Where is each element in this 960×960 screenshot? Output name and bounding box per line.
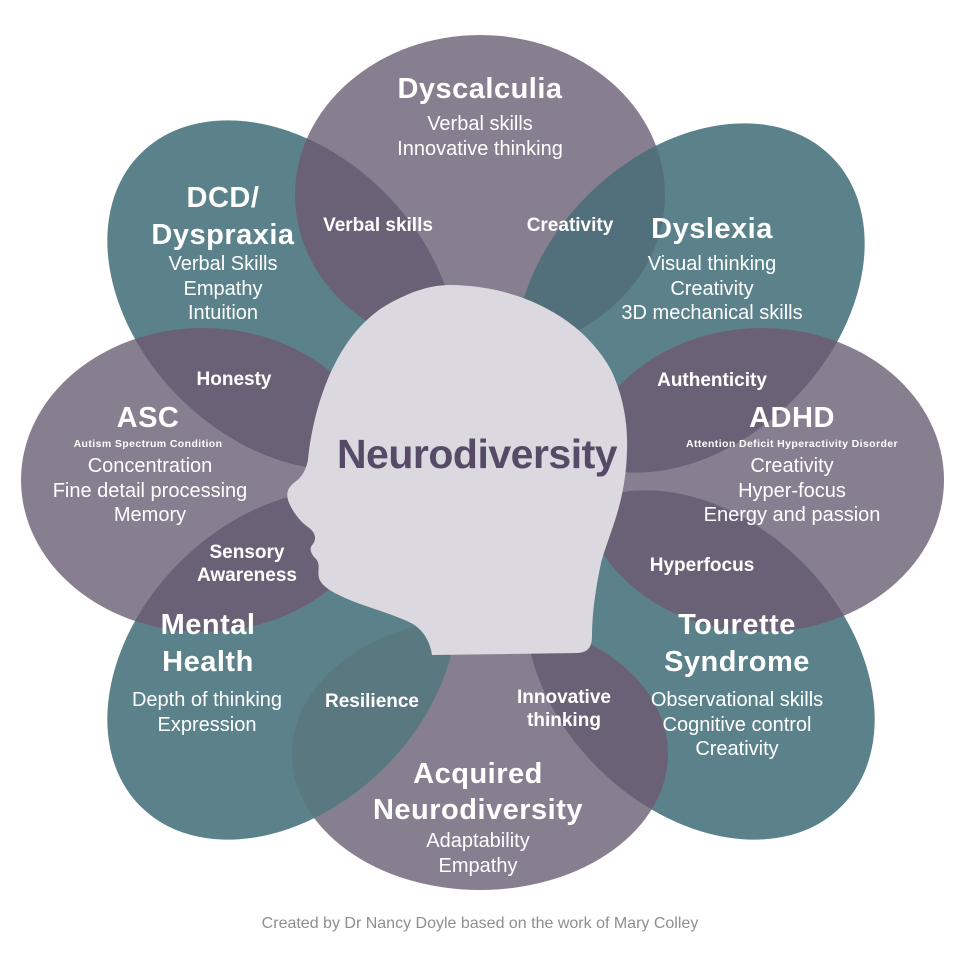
overlap-label-resilience: Resilience <box>325 691 419 712</box>
petal-item: Visual thinking <box>647 253 777 275</box>
petal-dyscalculia-title: Dyscalculia <box>397 73 563 105</box>
petal-item: Concentration <box>87 455 213 477</box>
petal-dyslexia-items: Visual thinking Creativity 3D mechanical… <box>621 252 802 326</box>
overlap-verbal-skills-shape <box>295 120 457 355</box>
petal-item: Adaptability <box>426 830 530 852</box>
petal-item: Creativity <box>750 455 834 477</box>
petal-asc-items: Concentration Fine detail processing Mem… <box>53 454 248 528</box>
petal-item: Empathy <box>183 277 263 300</box>
petal-acquired-items: Adaptability Empathy <box>426 829 529 878</box>
overlap-label-creativity: Creativity <box>526 215 614 236</box>
petal-item: Energy and passion <box>703 504 881 526</box>
petal-tourette-items: Observational skills Cognitive control C… <box>651 688 823 762</box>
petal-item: Depth of thinking <box>131 689 283 711</box>
petal-item: Observational skills <box>650 689 824 711</box>
petal-item: Verbal Skills <box>168 253 278 275</box>
petal-item: Empathy <box>438 854 518 877</box>
petal-item: Creativity <box>670 277 754 300</box>
petal-asc-subtitle: Autism Spectrum Condition <box>73 438 223 450</box>
petal-item: Cognitive control <box>662 713 812 736</box>
petal-item: Fine detail processing <box>52 479 248 502</box>
petal-item: Memory <box>113 504 187 526</box>
overlap-label-honesty: Honesty <box>196 369 272 390</box>
petal-tourette-title: Tourette Syndrome <box>664 609 810 678</box>
petal-dyscalculia-items: Verbal skills Innovative thinking <box>397 112 563 161</box>
petal-adhd-subtitle: Attention Deficit Hyperactivity Disorder <box>685 438 899 450</box>
petal-acquired-title: Acquired Neurodiversity <box>372 758 584 826</box>
overlap-creativity-shape <box>515 123 665 355</box>
petal-dcd-items: Verbal Skills Empathy Intuition <box>169 252 278 326</box>
petal-item: Verbal skills <box>427 113 533 135</box>
center-title: Neurodiversity <box>336 431 618 477</box>
overlap-innovative-thinking-shape <box>525 618 668 840</box>
petal-item: Creativity <box>695 738 779 760</box>
overlap-label-verbal-skills: Verbal skills <box>323 215 433 236</box>
credit-line: Created by Dr Nancy Doyle based on the w… <box>261 915 699 932</box>
overlap-label-authenticity: Authenticity <box>657 370 767 391</box>
petal-item: Innovative thinking <box>397 137 563 160</box>
petal-dcd-title: DCD/ Dyspraxia <box>151 182 295 251</box>
petal-adhd-items: Creativity Hyper-focus Energy and passio… <box>704 454 881 528</box>
petal-dyslexia-title: Dyslexia <box>651 213 773 245</box>
overlap-label-hyperfocus: Hyperfocus <box>649 555 755 576</box>
overlap-resilience-shape <box>292 618 457 840</box>
petal-item: 3D mechanical skills <box>621 302 803 324</box>
petal-mental-health-title: Mental Health <box>160 609 256 678</box>
overlap-label-innovative-thinking: Innovative thinking <box>517 687 611 731</box>
petal-item: Expression <box>157 713 257 736</box>
petal-adhd-title: ADHD <box>749 402 835 434</box>
petal-mental-health-items: Depth of thinking Expression <box>132 688 282 737</box>
petal-item: Hyper-focus <box>738 479 846 502</box>
head-silhouette <box>287 285 628 655</box>
overlap-label-sensory-awareness: Sensory Awareness <box>197 542 297 586</box>
petal-item: Intuition <box>187 302 259 324</box>
petal-asc-title: ASC <box>116 402 180 434</box>
